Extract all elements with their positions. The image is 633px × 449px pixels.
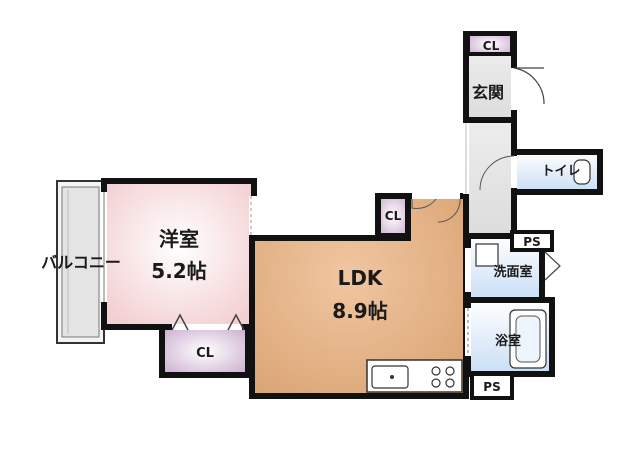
pipe-space-lower-label: PS xyxy=(483,380,500,394)
pipe-space-upper-label: PS xyxy=(523,235,540,249)
closet-middle xyxy=(375,193,411,239)
bathroom xyxy=(465,297,555,377)
pipe-space-lower xyxy=(470,372,514,400)
western-room-size: 5.2帖 xyxy=(151,259,206,283)
toilet-room xyxy=(479,149,603,195)
closet-top xyxy=(466,32,514,56)
closet-top-label: CL xyxy=(483,39,500,53)
western-room-name: 洋室 xyxy=(159,227,199,251)
toilet-label: トイレ xyxy=(541,164,580,179)
closet-bottom xyxy=(159,313,251,378)
washroom-label: 洗面室 xyxy=(493,264,532,280)
closet-bottom-label: CL xyxy=(196,346,214,361)
bathroom-label: 浴室 xyxy=(495,333,521,349)
balcony-label: バルコニー xyxy=(41,253,121,272)
ldk-size: 8.9帖 xyxy=(332,299,387,323)
pipe-space-upper xyxy=(510,230,561,281)
ldk-room xyxy=(249,193,469,399)
closet-middle-label: CL xyxy=(385,209,402,223)
stove-icon xyxy=(431,366,455,388)
ldk-name: LDK xyxy=(338,266,384,290)
western-room xyxy=(101,178,259,330)
balcony xyxy=(56,180,105,344)
entrance-label: 玄関 xyxy=(472,83,504,102)
kitchen-counter xyxy=(366,359,463,393)
bathtub-icon xyxy=(509,309,547,369)
